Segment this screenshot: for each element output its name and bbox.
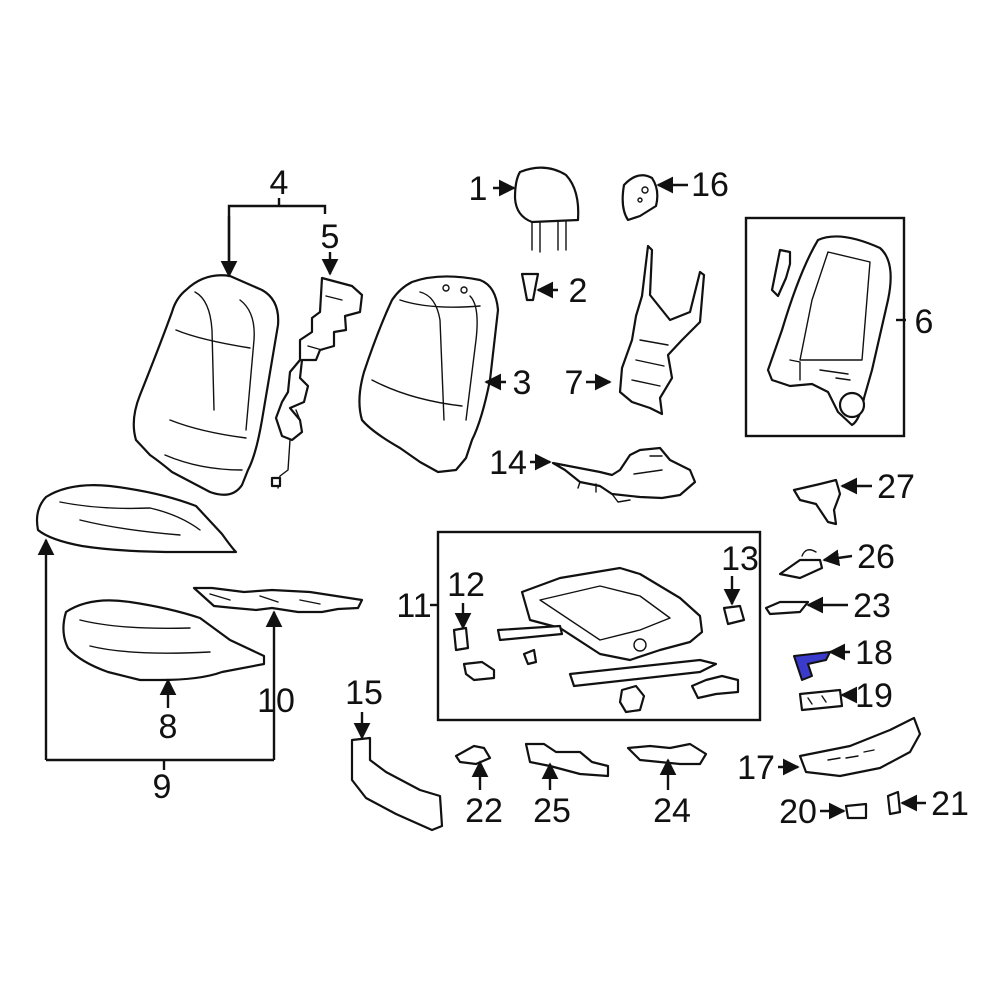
- callout-labels: 4 5 1 16 2 3 7 6 14 27 26 23 18 19 11 12…: [153, 164, 969, 831]
- seatback-heater-part[interactable]: [270, 276, 364, 489]
- bracket-22-part[interactable]: [454, 744, 492, 766]
- callout-1: 1: [469, 170, 488, 208]
- callout-24: 24: [653, 792, 691, 830]
- seat-heater-part[interactable]: [192, 586, 364, 614]
- seat-cushion-cover-part[interactable]: [35, 484, 238, 554]
- bracket-25-part[interactable]: [524, 742, 610, 778]
- callout-5: 5: [321, 218, 340, 256]
- callout-6: 6: [915, 303, 934, 341]
- callout-7: 7: [565, 364, 584, 402]
- callout-27: 27: [877, 468, 915, 506]
- callout-17: 17: [737, 749, 775, 787]
- callout-8: 8: [159, 708, 178, 746]
- headrest-guide-part[interactable]: [520, 272, 540, 302]
- seatback-cover-part[interactable]: [132, 274, 280, 496]
- leader-lines: [37, 176, 926, 820]
- seat-trim-part[interactable]: [350, 736, 444, 832]
- callout-23: 23: [853, 587, 891, 625]
- cover-bracket-27-part[interactable]: [792, 478, 842, 526]
- recliner-part[interactable]: [551, 446, 697, 503]
- headrest-cover-part[interactable]: [621, 174, 659, 222]
- callout-11: 11: [396, 587, 431, 625]
- knob-21-part[interactable]: [886, 790, 902, 816]
- callout-26: 26: [857, 538, 895, 576]
- bracket-24-part[interactable]: [626, 742, 708, 766]
- callout-20: 20: [779, 793, 817, 831]
- knob-26-part[interactable]: [778, 549, 824, 580]
- lumbar-support-part[interactable]: [618, 244, 706, 416]
- callout-3: 3: [513, 364, 532, 402]
- callout-10: 10: [257, 682, 295, 720]
- switch-19-part[interactable]: [798, 688, 844, 712]
- motor-part[interactable]: [462, 648, 740, 714]
- highlighted-part-18[interactable]: [793, 651, 831, 681]
- headrest-part[interactable]: [513, 166, 580, 253]
- callout-16: 16: [691, 166, 729, 204]
- callout-9: 9: [153, 768, 172, 806]
- cover-23-part[interactable]: [764, 600, 810, 616]
- callout-25: 25: [533, 792, 571, 830]
- seatback-frame-part[interactable]: [766, 235, 892, 427]
- callout-4: 4: [270, 164, 289, 202]
- callout-22: 22: [465, 792, 503, 830]
- callout-2: 2: [569, 272, 588, 310]
- seat-track-group-box: [436, 530, 762, 722]
- bracket-part[interactable]: [722, 604, 746, 626]
- seatback-pad-part[interactable]: [358, 275, 500, 474]
- callout-21: 21: [931, 785, 969, 823]
- seat-cushion-pad-part[interactable]: [62, 599, 266, 682]
- callout-13: 13: [721, 540, 759, 578]
- side-shield-part[interactable]: [798, 716, 922, 778]
- callout-18: 18: [855, 634, 893, 672]
- knob-20-part[interactable]: [844, 802, 868, 820]
- callout-15: 15: [345, 674, 383, 712]
- callout-19: 19: [855, 677, 893, 715]
- callout-12: 12: [447, 566, 485, 604]
- clip-part[interactable]: [452, 626, 470, 652]
- seat-track-frame-part[interactable]: [496, 566, 718, 688]
- callout-14: 14: [489, 444, 527, 482]
